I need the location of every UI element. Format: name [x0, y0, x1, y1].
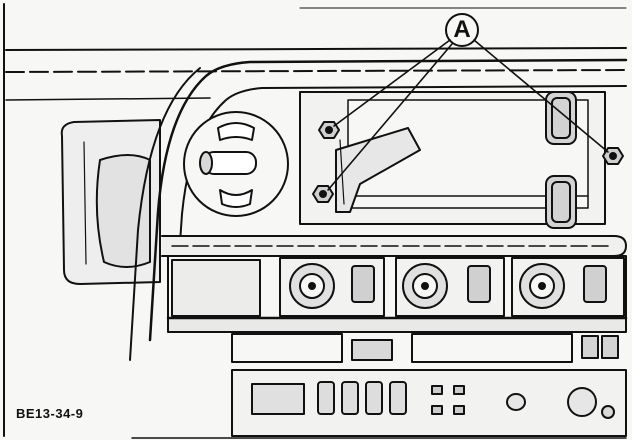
mounting-bracket	[335, 127, 421, 213]
callout-leaders	[327, 39, 609, 191]
rubber-bumpers	[545, 91, 577, 229]
callout-label-a: A	[453, 16, 471, 43]
lower-console	[131, 316, 628, 439]
control-panel	[167, 255, 627, 319]
gauge-mount	[183, 111, 289, 217]
figure-code: BE13-34-9	[16, 406, 84, 421]
upper-dashboard-lines	[5, 7, 627, 101]
